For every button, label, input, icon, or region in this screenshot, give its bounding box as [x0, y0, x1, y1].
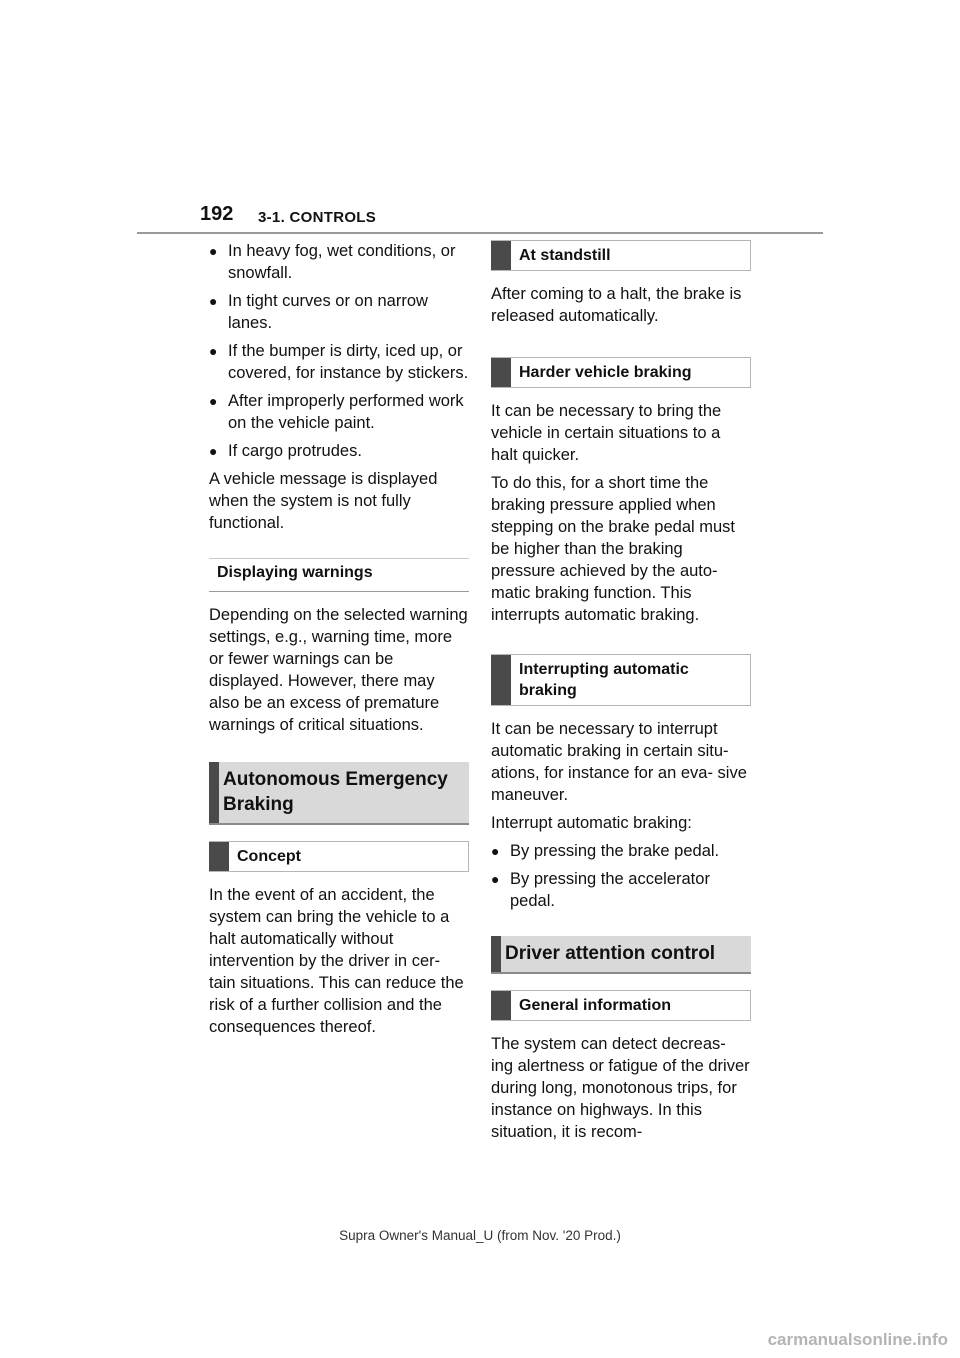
harder-braking-heading: Harder vehicle braking	[491, 357, 751, 388]
bullet-icon: ●	[491, 843, 500, 859]
harder-braking-paragraph-1: It can be necessary to bring the vehicle…	[491, 402, 722, 464]
right-column: At standstill After coming to a halt, th…	[491, 240, 751, 1149]
bullet-icon: ●	[209, 293, 218, 309]
concept-heading: Concept	[209, 841, 469, 872]
displaying-warnings-paragraph: Depending on the selected warning settin…	[209, 606, 468, 734]
page-footer: Supra Owner's Manual_U (from Nov. '20 Pr…	[339, 1228, 621, 1243]
list-item: ●In heavy fog, wet conditions, or snowfa…	[209, 242, 456, 282]
interrupting-braking-paragraph-2: Interrupt automatic braking:	[491, 814, 692, 832]
page-number: 192	[200, 203, 234, 225]
watermark: carmanualsonline.info	[767, 1330, 948, 1349]
list-item: ●By pressing the brake pedal.	[491, 842, 720, 860]
harder-braking-paragraph-2: To do this, for a short time the braking…	[491, 474, 735, 624]
left-column: ●In heavy fog, wet conditions, or snowfa…	[209, 240, 469, 1044]
heading-bar	[209, 842, 229, 871]
bullet-icon: ●	[209, 343, 218, 359]
bullet-icon: ●	[209, 243, 218, 259]
heading-bar	[491, 991, 511, 1020]
heading-bar	[491, 358, 511, 387]
vehicle-message-paragraph: A vehicle message is displayed when the …	[209, 470, 438, 532]
heading-bar	[209, 762, 219, 823]
displaying-warnings-heading: Displaying warnings	[209, 558, 469, 592]
list-item: ●If the bumper is dirty, iced up, or cov…	[209, 342, 469, 382]
bullet-icon: ●	[209, 443, 218, 459]
standstill-heading: At standstill	[491, 240, 751, 271]
list-item: ●In tight curves or on narrow lanes.	[209, 292, 428, 332]
heading-bar	[491, 655, 511, 705]
concept-paragraph: In the event of an accident, the system …	[209, 886, 464, 1036]
driver-attention-heading: Driver attention control	[491, 936, 751, 974]
heading-bar	[491, 936, 501, 972]
interrupting-braking-paragraph-1: It can be necessary to interrupt automat…	[491, 720, 747, 804]
section-title: 3-1. CONTROLS	[258, 209, 377, 226]
general-information-heading: General information	[491, 990, 751, 1021]
list-item: ●After improperly performed work on the …	[209, 392, 464, 432]
bullet-icon: ●	[209, 393, 218, 409]
bullet-icon: ●	[491, 871, 500, 887]
standstill-paragraph: After coming to a halt, the brake is rel…	[491, 285, 742, 325]
list-item: ●By pressing the accelerator pedal.	[491, 870, 710, 910]
header-divider	[137, 232, 823, 234]
interrupting-braking-heading: Interrupting automatic braking	[491, 654, 751, 706]
aeb-heading: Autonomous Emergency Braking	[209, 762, 469, 825]
general-information-paragraph: The system can detect decreas- ing alert…	[491, 1035, 750, 1141]
heading-bar	[491, 241, 511, 270]
list-item: ●If cargo protrudes.	[209, 442, 362, 460]
